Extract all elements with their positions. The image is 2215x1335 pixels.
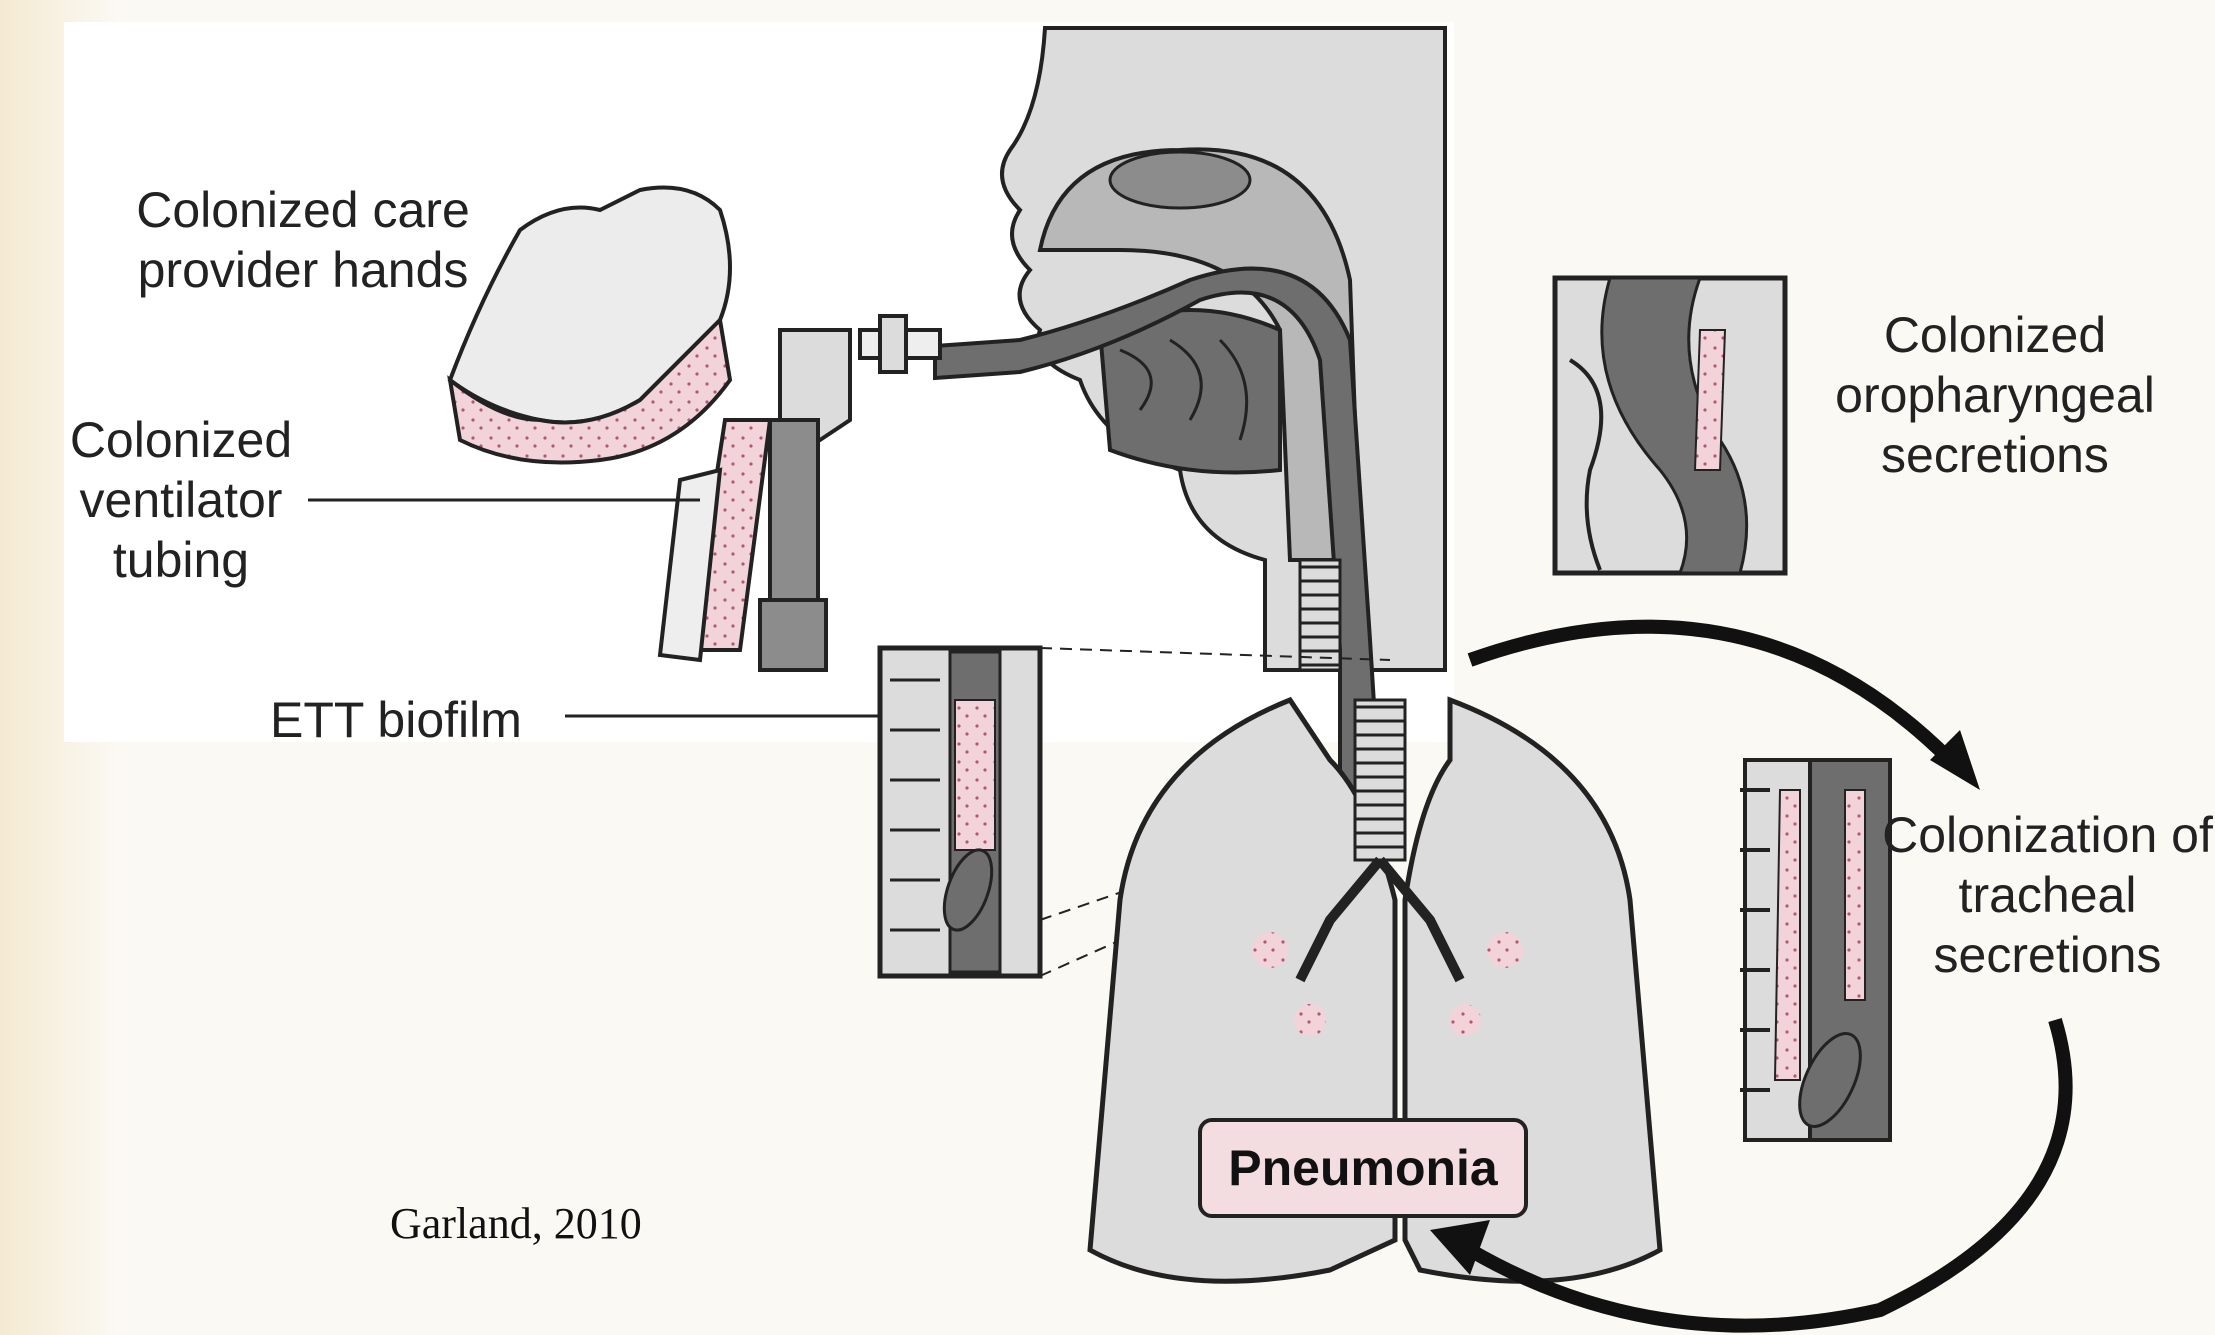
citation: Garland, 2010 [390,1198,642,1249]
label-ett-biofilm: ETT biofilm [270,690,555,750]
oropharyngeal-inset [1555,278,1785,573]
pneumonia-box: Pneumonia [1198,1118,1528,1218]
label-tracheal-secretions: Colonization of tracheal secretions [1880,805,2215,985]
tracheal-secretion-illustration [1740,760,1890,1140]
label-oropharyngeal-secretions: Colonized oropharyngeal secretions [1810,305,2180,485]
label-colonized-hands: Colonized care provider hands [118,180,488,300]
care-provider-hand [450,188,730,463]
label-colonized-tubing: Colonized ventilator tubing [46,410,316,590]
trachea-rings [1300,560,1340,670]
